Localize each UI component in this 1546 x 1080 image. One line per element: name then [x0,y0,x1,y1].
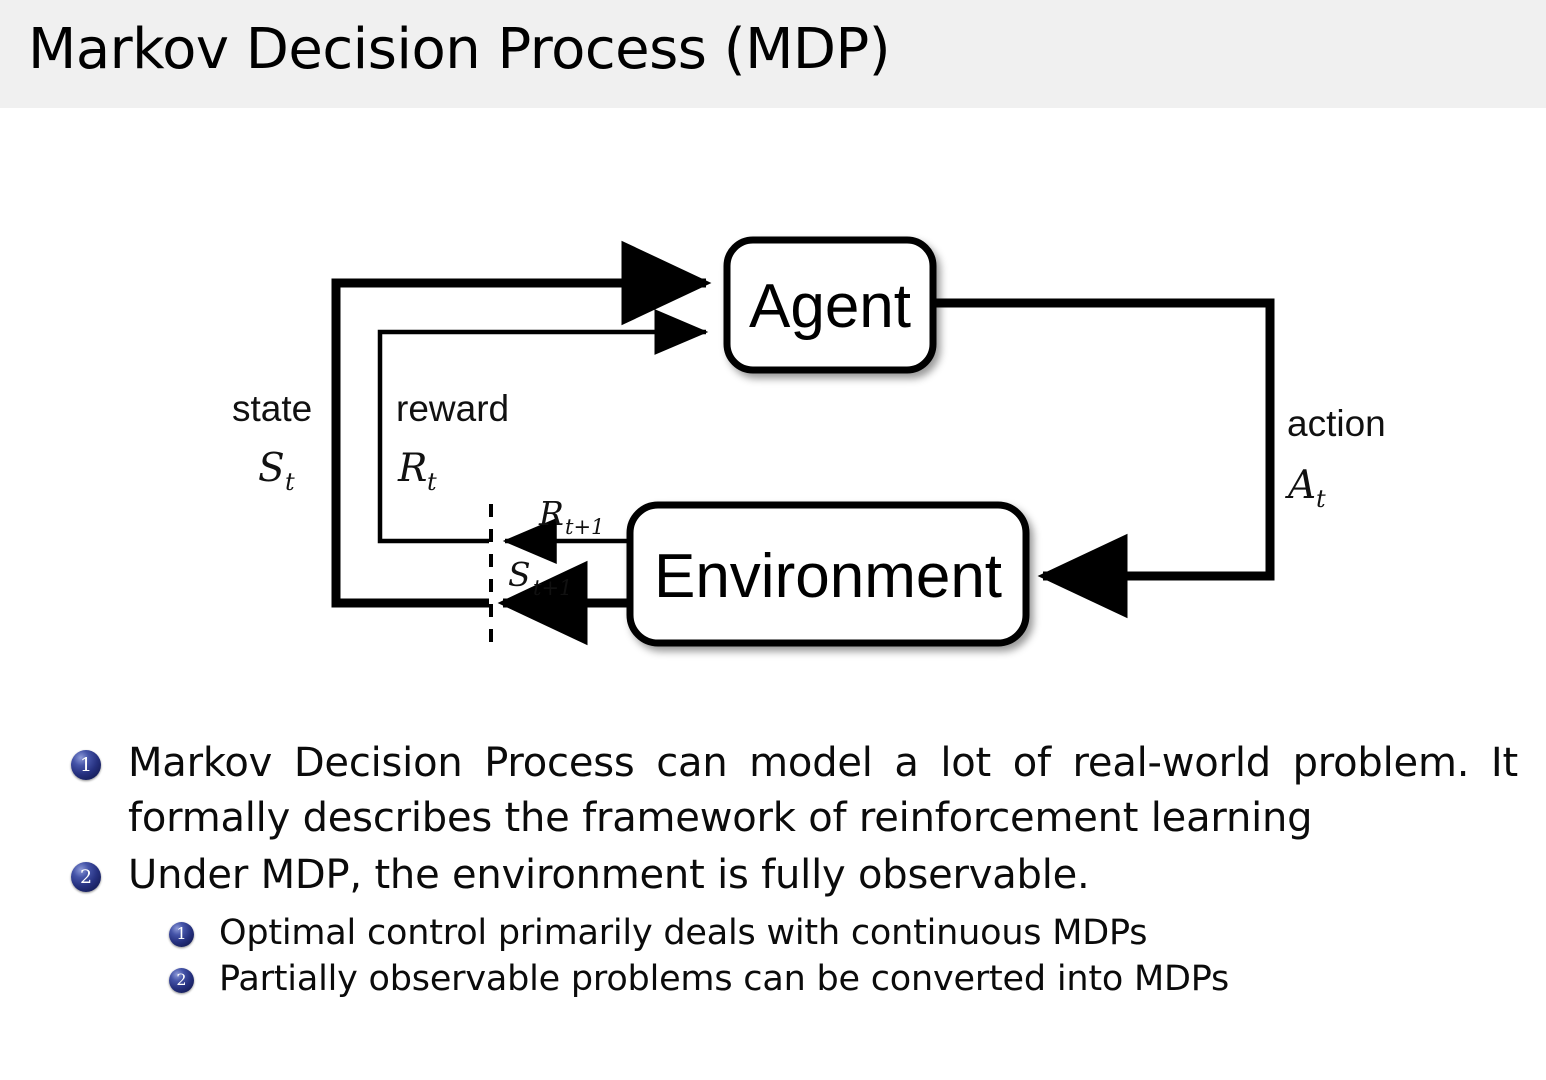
slide-header: Markov Decision Process (MDP) [0,0,1546,108]
list-item: 1 Markov Decision Process can model a lo… [0,736,1546,846]
state-label-symbol: S [258,446,285,491]
environment-node: Environment [626,501,1030,647]
state-label-subscript: t [285,468,295,496]
action-label-subscript: t [1316,485,1326,513]
sub-bullet-text-2: Partially observable problems can be con… [219,958,1230,999]
page-title: Markov Decision Process (MDP) [28,17,891,82]
reward-feedback-path [377,309,709,544]
state-label-word: state [232,388,312,429]
reward-next-subscript: t+1 [565,515,604,539]
list-item: 2 Partially observable problems can be c… [0,956,1546,1002]
bullet-badge-2: 2 [71,862,101,893]
agent-node-label: Agent [749,272,911,341]
state-next-subscript: t+1 [533,576,572,600]
agent-node: Agent [723,236,937,374]
state-label-group: state S t [232,388,312,496]
list-item: 2 Under MDP, the environment is fully ob… [0,848,1546,903]
action-label-word: action [1287,403,1386,444]
bullet-text-2: Under MDP, the environment is fully obse… [128,852,1090,899]
bullet-text-1: Markov Decision Process can model a lot … [128,740,1518,842]
list-item: 1 Optimal control primarily deals with c… [0,910,1546,956]
sub-bullet-badge-2: 2 [169,967,194,993]
bullet-list: 1 Markov Decision Process can model a lo… [0,736,1546,1002]
state-feedback-path [331,240,712,608]
reward-next-symbol: R [538,494,564,533]
reward-next-label-group: R t+1 [538,494,604,539]
action-label-group: action A t [1285,403,1386,513]
sub-bullet-text-1: Optimal control primarily deals with con… [219,912,1148,953]
reward-label-word: reward [396,388,509,429]
sub-bullet-list: 1 Optimal control primarily deals with c… [0,910,1546,1002]
state-next-symbol: S [508,555,531,594]
action-path [930,298,1275,619]
environment-node-label: Environment [654,542,1002,611]
sub-bullet-badge-1: 1 [169,921,194,947]
state-next-label-group: S t+1 [508,555,572,600]
action-label-symbol: A [1285,463,1316,508]
bullet-badge-1: 1 [71,750,101,780]
reward-label-group: reward R t [396,388,509,496]
reward-label-subscript: t [427,468,437,496]
mdp-agent-environment-diagram: Agent Environment state S t reward R t a… [0,108,1546,708]
reward-label-symbol: R [397,446,427,491]
